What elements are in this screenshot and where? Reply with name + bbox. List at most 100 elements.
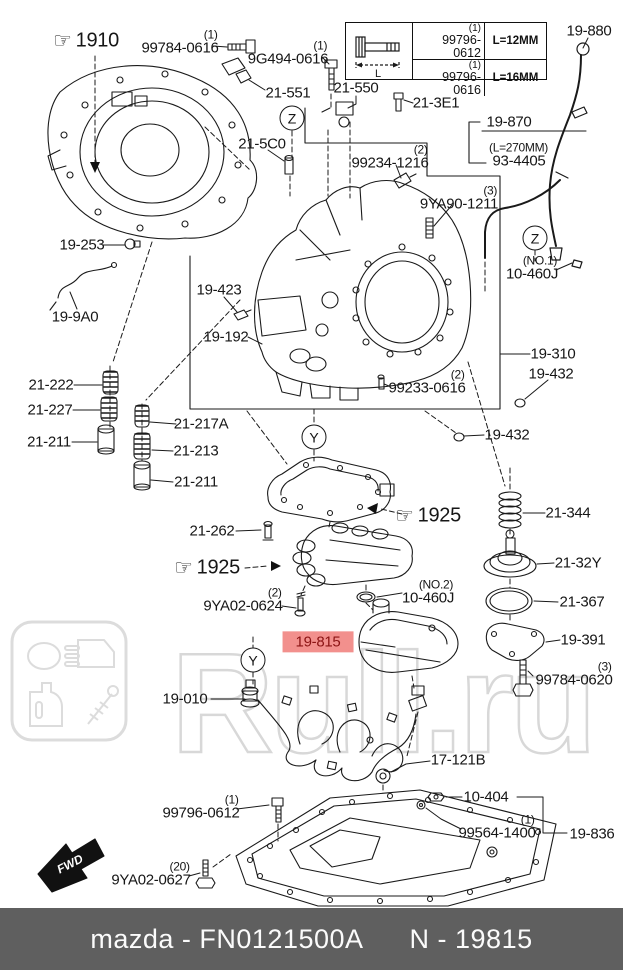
part-label-21-550: 21-550 (333, 79, 379, 97)
wiring-harness-drawing (240, 679, 428, 782)
part-label-21-3E1: 21-3E1 (412, 94, 460, 112)
part-number-text: 10-404 (463, 788, 509, 806)
part-number-text: 93-4405 (492, 152, 546, 170)
callout-z-circle: Z (522, 225, 548, 251)
stud-9YA90-1211 (425, 217, 434, 239)
part-number-text: 21-211 (27, 433, 71, 451)
part-number-text: 21-367 (559, 593, 605, 611)
part-label-99233-0616: (2)99233-0616 (388, 368, 465, 395)
oil-strainer-drawing (358, 598, 459, 673)
part-qty: (NO.2) (418, 577, 454, 592)
part-number-text: 99784-0620 (535, 671, 613, 689)
callout-y-circle: Y (301, 424, 327, 450)
part-number-text: 99784-0616 (141, 39, 219, 57)
part-number-text: 19-423 (196, 281, 242, 299)
part-qty: (3) (597, 659, 612, 674)
part-number-text: 1925 (196, 556, 241, 579)
callout-y-circle: Y (240, 647, 266, 673)
bolt-table-length-1: L=12MM (485, 23, 546, 60)
callout-z-circle: Z (279, 105, 305, 131)
part-number-text: 1910 (75, 29, 120, 52)
pointer-hand-icon: ☞ (174, 556, 193, 580)
part-number-text: 99796-0612 (162, 804, 240, 822)
footer-bar: mazda - FN0121500A N - 19815 (0, 908, 623, 970)
part-number-text: 19-9A0 (51, 308, 99, 326)
part-number-text: 21-262 (189, 522, 235, 540)
valve-99234-1216 (393, 172, 417, 189)
part-label-19-192: 19-192 (203, 328, 249, 346)
arrowheads (90, 162, 378, 571)
bolt-21-262 (262, 520, 274, 541)
part-label-19-432: 19-432 (528, 365, 574, 383)
part-label-21-367: 21-367 (559, 593, 605, 611)
part-number-text: 19-432 (528, 365, 574, 383)
part-label-19-815: 19-815 (282, 631, 354, 653)
part-label-19-010: 19-010 (163, 691, 208, 707)
part-number-text: 19-815 (295, 633, 341, 651)
part-qty: (L=270MM) (489, 140, 548, 155)
part-label-1925: ☞1925 (174, 556, 241, 580)
bolt-99233-0616 (377, 374, 385, 390)
part-label-99784-0620: (3)99784-0620 (535, 660, 612, 687)
bolt-9YA02-0624 (294, 591, 306, 617)
part-qty: (1) (203, 27, 218, 42)
part-label-1910: ☞1910 (53, 29, 120, 52)
part-label-19-870: 19-870 (486, 113, 532, 131)
oring-10-460J-no2 (356, 591, 376, 603)
part-number-text: 21-3E1 (412, 94, 460, 112)
diagram-art: Rull.ru (10, 37, 598, 907)
part-label-21-217A: 21-217A (174, 416, 229, 432)
part-label-19-253: 19-253 (59, 236, 105, 254)
part-number-text: 9G494-0616 (247, 50, 329, 68)
part-label-21-211: 21-211 (174, 474, 218, 490)
part-label-10-460J: (NO.1)10-460J (506, 254, 558, 281)
part-label-1925: ☞1925 (395, 504, 462, 527)
part-number-text: 21-550 (333, 79, 379, 97)
bolt-19-423 (233, 309, 252, 321)
part-qty: (2) (413, 142, 428, 157)
part-number-text: 19-432 (484, 426, 530, 444)
part-qty: (1) (520, 812, 535, 827)
part-label-9YA02-0624: (2)9YA02-0624 (203, 586, 283, 613)
part-label-21-344: 21-344 (546, 505, 591, 521)
oring-21-367 (485, 587, 533, 615)
part-number-text: 21-213 (173, 442, 219, 460)
part-number-text: 99564-1400 (458, 824, 536, 842)
footer-part-number: N - 19815 (409, 923, 533, 954)
part-number-text: 21-551 (265, 84, 311, 102)
part-number-text: 19-880 (566, 22, 612, 40)
oil-pan-drawing (235, 789, 557, 907)
part-number-text: 19-253 (59, 236, 105, 254)
part-qty: (20) (169, 859, 190, 874)
part-qty: (3) (483, 183, 498, 198)
bolt-dimension-label: L (375, 68, 381, 78)
part-label-21-262: 21-262 (189, 522, 235, 540)
part-label-19-391: 19-391 (561, 632, 606, 648)
part-label-21-227: 21-227 (28, 402, 73, 418)
bolt-9YA02-0627 (195, 859, 216, 889)
headlight-icon (27, 642, 61, 670)
car-door-icon (77, 639, 115, 668)
leader-lines (69, 37, 589, 877)
part-number-text: 1925 (417, 504, 462, 527)
part-qty: (2) (450, 367, 465, 382)
part-label-19-836: 19-836 (570, 826, 615, 842)
part-label-21-211: 21-211 (27, 433, 71, 451)
bolt-99796-0612 (271, 797, 284, 823)
valve-body-drawing (292, 522, 413, 587)
bolt-99784-0616 (227, 39, 256, 54)
part-qty: (NO.1) (522, 253, 558, 268)
part-label-19-423: 19-423 (196, 281, 242, 299)
part-number-text: 19-192 (203, 328, 249, 346)
part-number-text: 19-870 (486, 113, 532, 131)
part-label-93-4405: (L=270MM)93-4405 (489, 141, 549, 168)
ring-19-432-a (514, 398, 526, 408)
fwd-arrow: FWD (37, 838, 105, 893)
part-number-text: 9YA02-0627 (111, 871, 191, 889)
part-label-19-310: 19-310 (531, 346, 576, 362)
part-number-text: 99233-0616 (388, 379, 466, 397)
clip-19-253 (124, 238, 141, 250)
part-label-10-404: 10-404 (463, 788, 509, 806)
